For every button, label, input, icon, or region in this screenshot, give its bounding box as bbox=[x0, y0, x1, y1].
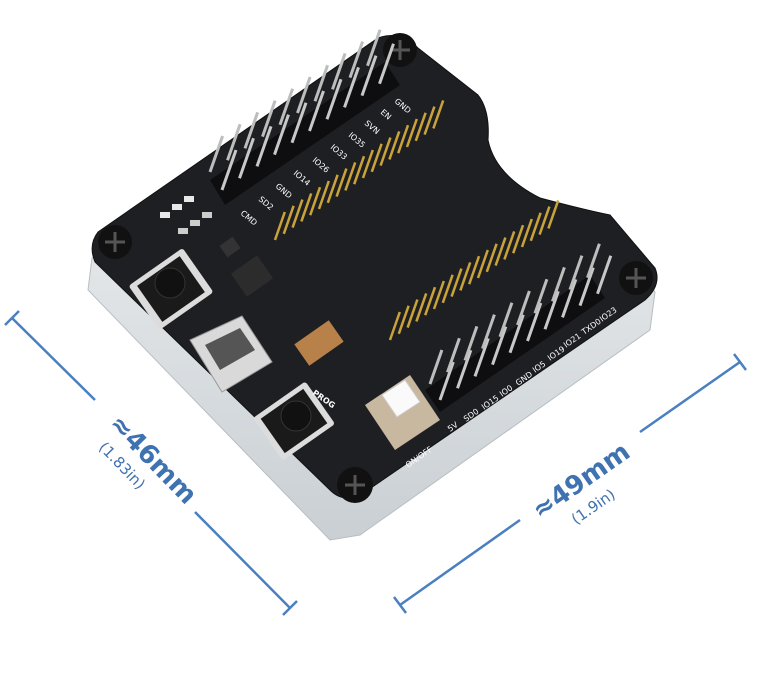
pin bbox=[226, 123, 242, 161]
pin bbox=[255, 125, 273, 167]
pin bbox=[309, 186, 322, 216]
pin bbox=[397, 124, 410, 154]
pin bbox=[568, 255, 584, 291]
prog-button[interactable] bbox=[253, 381, 335, 460]
pin bbox=[473, 337, 490, 377]
pin bbox=[331, 52, 347, 90]
pin bbox=[361, 149, 374, 179]
pin bbox=[360, 55, 378, 97]
pin bbox=[485, 243, 498, 273]
pin bbox=[561, 278, 578, 318]
pin bbox=[526, 302, 543, 342]
pin bbox=[456, 349, 473, 389]
pin bbox=[406, 299, 419, 329]
pin bbox=[578, 267, 595, 307]
pin bbox=[414, 112, 427, 142]
pin bbox=[282, 205, 295, 235]
pin bbox=[208, 135, 225, 173]
pin bbox=[344, 161, 357, 191]
pin bbox=[273, 114, 290, 156]
pin bbox=[432, 99, 445, 129]
pin bbox=[491, 326, 508, 366]
power-switch[interactable] bbox=[365, 375, 440, 450]
pin bbox=[353, 155, 366, 185]
pin bbox=[308, 90, 325, 132]
pin bbox=[586, 243, 601, 279]
pin bbox=[438, 361, 455, 401]
pin bbox=[441, 274, 454, 304]
pin bbox=[516, 290, 531, 326]
gold-socket-row-bottom bbox=[388, 199, 560, 341]
pin bbox=[481, 314, 496, 350]
gold-socket-row-top bbox=[273, 99, 445, 241]
pin bbox=[261, 100, 277, 138]
pin bbox=[343, 66, 360, 108]
pin bbox=[503, 230, 516, 260]
pin bbox=[423, 106, 436, 136]
top-header-pins bbox=[208, 29, 395, 191]
screw-icon bbox=[337, 467, 373, 503]
pin bbox=[428, 349, 444, 385]
pin bbox=[335, 168, 348, 198]
reset-button[interactable] bbox=[128, 248, 213, 330]
pin bbox=[300, 192, 313, 222]
pin bbox=[220, 149, 238, 191]
pin bbox=[326, 174, 339, 204]
pin bbox=[432, 280, 445, 310]
pin bbox=[468, 255, 481, 285]
pin bbox=[290, 102, 308, 144]
bottom-pin-header bbox=[425, 275, 605, 412]
pin bbox=[273, 211, 286, 241]
pin bbox=[543, 290, 560, 330]
pin bbox=[459, 261, 472, 291]
pin bbox=[348, 41, 365, 79]
pin bbox=[547, 199, 560, 229]
pin bbox=[325, 78, 343, 120]
pin bbox=[463, 325, 479, 361]
pin bbox=[405, 118, 418, 148]
pin bbox=[366, 29, 382, 67]
led-row bbox=[160, 196, 212, 234]
capacitor bbox=[294, 320, 344, 366]
pin bbox=[278, 88, 295, 126]
pin bbox=[512, 224, 525, 254]
pin bbox=[388, 130, 401, 160]
pin bbox=[378, 43, 395, 85]
screw-icon bbox=[98, 225, 132, 259]
pin bbox=[317, 180, 330, 210]
pin bbox=[379, 137, 392, 167]
pin bbox=[291, 199, 304, 229]
pin bbox=[313, 64, 330, 102]
screw-icon bbox=[619, 261, 653, 295]
pin bbox=[498, 302, 514, 338]
pin bbox=[494, 237, 507, 267]
pin bbox=[538, 206, 551, 236]
pin bbox=[243, 111, 260, 149]
pin bbox=[424, 286, 437, 316]
pin bbox=[529, 212, 542, 242]
pin bbox=[551, 266, 566, 302]
pin bbox=[446, 337, 461, 373]
screw-icon bbox=[383, 33, 417, 67]
pin bbox=[388, 311, 401, 341]
pin bbox=[476, 249, 489, 279]
top-pin-header bbox=[210, 62, 400, 205]
pin bbox=[596, 255, 613, 295]
pin bbox=[508, 314, 525, 354]
pin bbox=[370, 143, 383, 173]
usb-chip bbox=[230, 255, 274, 297]
pin bbox=[296, 76, 312, 114]
pin bbox=[450, 268, 463, 298]
regulator-chip bbox=[219, 236, 241, 258]
pin bbox=[533, 278, 549, 314]
pin bbox=[238, 137, 255, 179]
micro-usb-port[interactable] bbox=[189, 315, 273, 393]
pin bbox=[520, 218, 533, 248]
pin bbox=[415, 292, 428, 322]
pin bbox=[397, 305, 410, 335]
bottom-header-pins bbox=[428, 243, 613, 401]
